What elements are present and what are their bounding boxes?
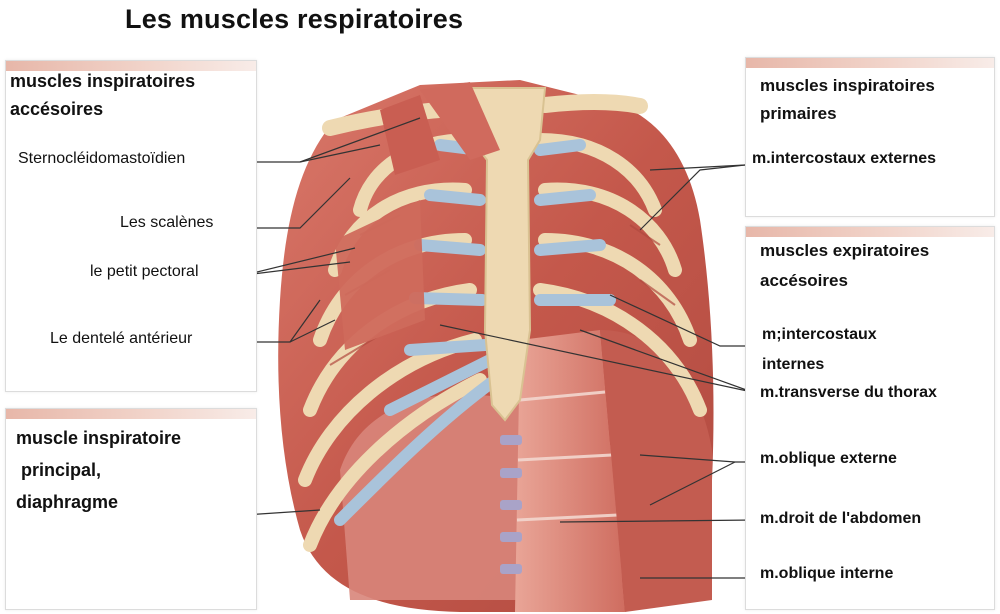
main-inspiratory-box: muscle inspiratoire principal, diaphragm… — [5, 408, 257, 610]
label-internal-intercostals-1: m;intercostaux — [762, 326, 877, 343]
right-clavicle — [537, 94, 648, 114]
label-pectoralis-minor: le petit pectoral — [90, 263, 199, 280]
accessory-expiratory-box: muscles expiratoires accésoires — [745, 226, 995, 610]
scm-muscle — [420, 82, 500, 160]
label-external-oblique: m.oblique externe — [760, 450, 897, 467]
box-title-line3: diaphragme — [16, 492, 119, 512]
box-header-bar — [746, 58, 994, 68]
label-internal-intercostals-2: internes — [762, 356, 825, 373]
box-title-line1: muscles inspiratoires — [760, 76, 935, 95]
box-title-line2: primaires — [760, 104, 837, 123]
primary-inspiratory-box: muscles inspiratoires primaires — [745, 57, 995, 217]
accessory-inspiratory-box: muscles inspiratoires accésoires — [5, 60, 257, 392]
box-header-bar — [6, 409, 256, 419]
label-internal-oblique: m.oblique interne — [760, 565, 894, 582]
pectoral-minor-muscle — [335, 200, 425, 350]
box-header-bar — [6, 61, 256, 71]
label-serratus-anterior: Le dentelé antérieur — [50, 330, 193, 347]
external-oblique-shape — [600, 330, 712, 612]
box-title-line1: muscles expiratoires — [760, 241, 930, 260]
label-external-intercostals: m.intercostaux externes — [752, 150, 937, 167]
box-title-line2: principal, — [16, 460, 102, 480]
box-title-line1: muscle inspiratoire — [16, 428, 182, 448]
box-title-line2: accésoires — [10, 99, 104, 119]
sternum — [468, 87, 547, 422]
label-scalenes: Les scalènes — [120, 214, 214, 231]
label-transversus-thoracis: m.transverse du thorax — [760, 384, 937, 401]
rectus-abdominis-shape — [515, 330, 625, 612]
label-rectus-abdominis: m.droit de l'abdomen — [760, 510, 922, 527]
scalene-muscle — [380, 95, 440, 175]
label-sternocleidomastoid: Sternocléidomastoïdien — [18, 150, 186, 167]
box-title-line2: accésoires — [760, 271, 848, 290]
page-title: Les muscles respiratoires — [125, 4, 464, 34]
box-header-bar — [746, 227, 994, 237]
box-title-line1: muscles inspiratoires — [10, 71, 196, 91]
